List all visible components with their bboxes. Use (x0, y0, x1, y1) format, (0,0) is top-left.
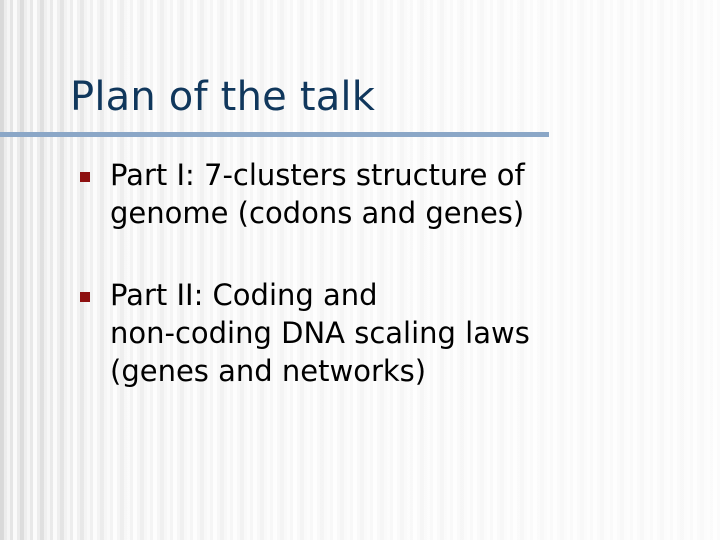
square-bullet-icon (80, 172, 90, 182)
list-item: Part II: Coding and non-coding DNA scali… (80, 276, 640, 390)
page-title: Plan of the talk (70, 74, 376, 120)
list-item: Part I: 7-clusters structure of genome (… (80, 156, 640, 232)
list-item-label: Part II: Coding and non-coding DNA scali… (110, 278, 530, 388)
list-item-label: Part I: 7-clusters structure of genome (… (110, 158, 525, 230)
title-divider (0, 132, 549, 137)
bullet-list: Part I: 7-clusters structure of genome (… (80, 156, 640, 390)
square-bullet-icon (80, 292, 90, 302)
